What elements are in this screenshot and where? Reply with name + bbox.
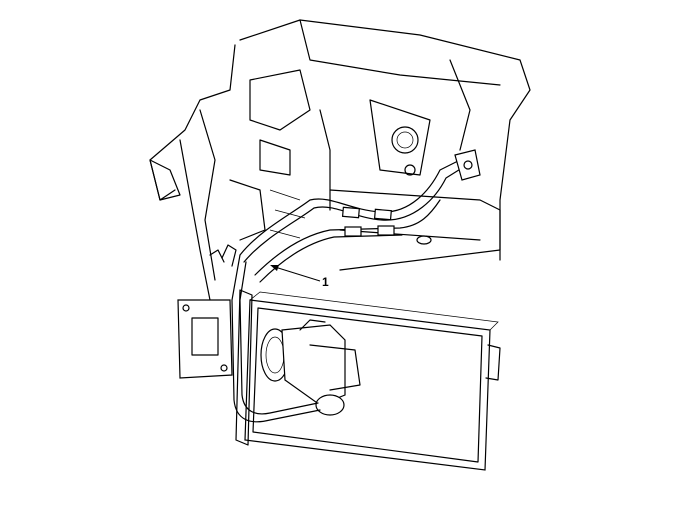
- callout-1-leader: [270, 265, 321, 282]
- mounting-bracket: [177, 299, 233, 379]
- ac-compressor: [260, 319, 361, 416]
- ac-hose-lines: [209, 149, 481, 423]
- body-structure: [149, 19, 531, 301]
- callout-1-label: 1: [322, 275, 329, 289]
